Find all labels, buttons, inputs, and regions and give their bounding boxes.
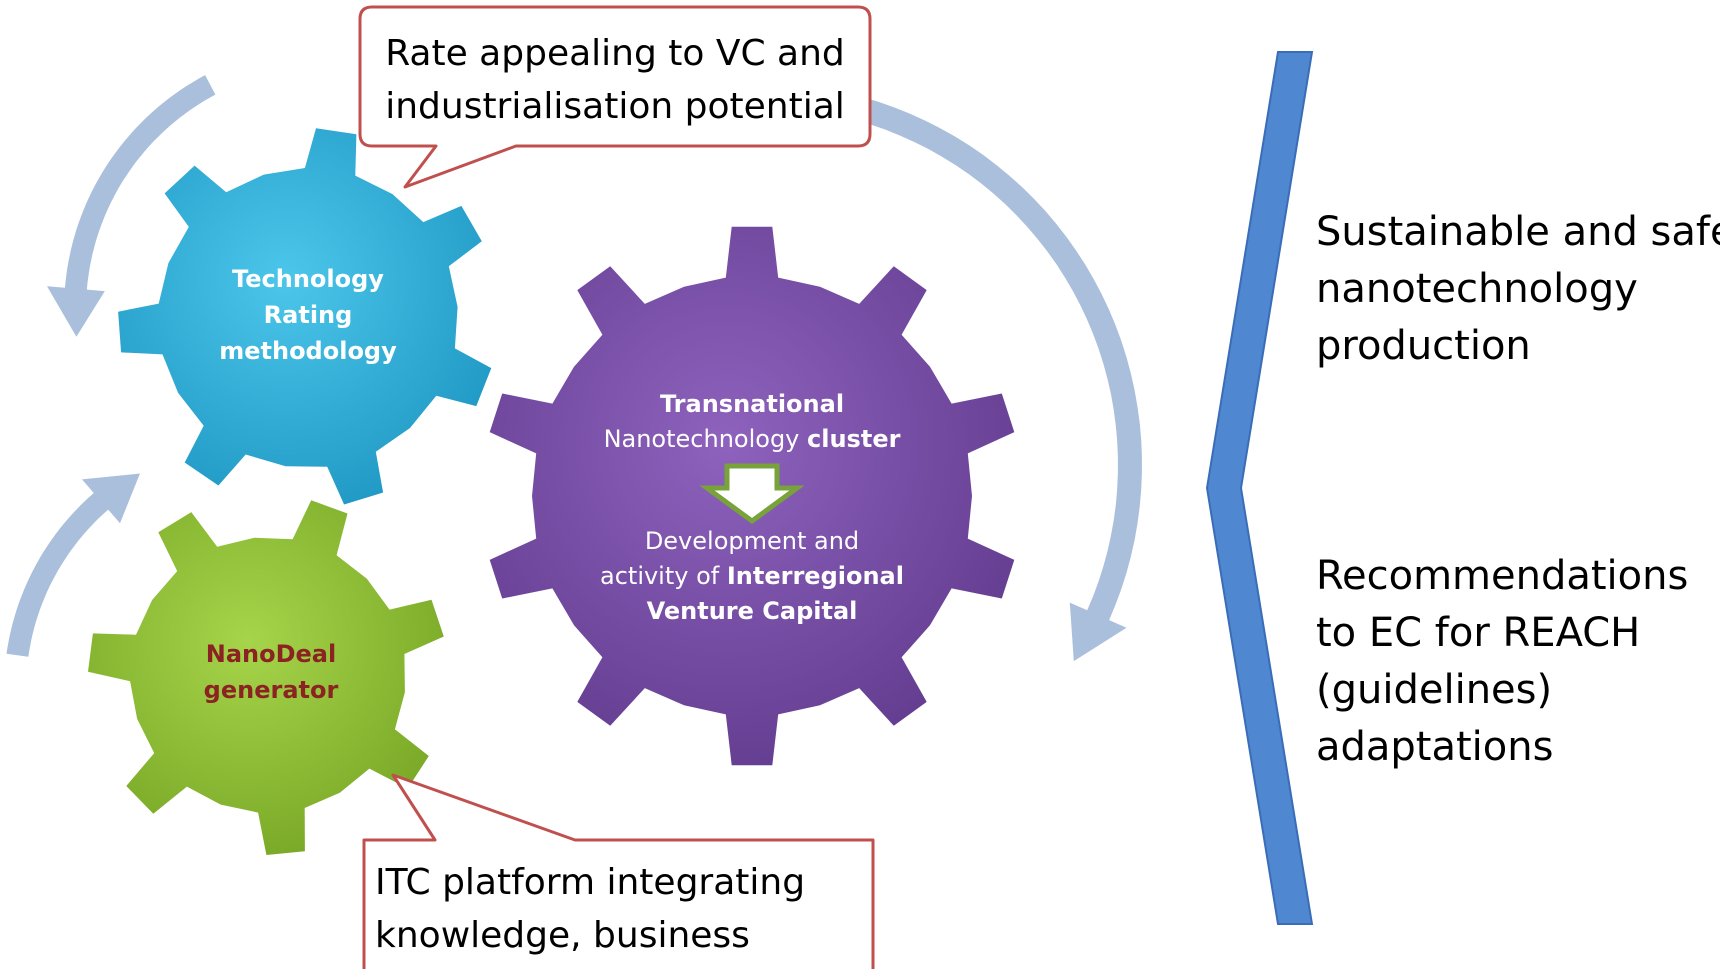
cluster-line4-regular: activity of (600, 562, 727, 590)
top-callout-line1: Rate appealing to VC and (385, 33, 845, 74)
technology-gear (118, 128, 492, 505)
outcome2-line4: adaptations (1316, 724, 1553, 770)
cluster-line4: activity of Interregional (600, 562, 904, 590)
technology-gear-label: Technology Rating methodology (219, 265, 397, 365)
bottom-callout-line1: ITC platform integrating (375, 862, 805, 903)
arrow-bottom-left (6, 473, 140, 657)
outcome1-line2: nanotechnology (1316, 266, 1638, 312)
bottom-callout: ITC platform integrating knowledge, busi… (362, 773, 875, 969)
technology-line3: methodology (219, 337, 397, 365)
arrow-top-left (47, 75, 216, 337)
outcomes-brace (1205, 51, 1314, 925)
outcome-recommendations: Recommendations to EC for REACH (guideli… (1316, 553, 1688, 770)
outcome1-line3: production (1316, 323, 1531, 369)
cycle-arrows (6, 75, 1142, 662)
cluster-line2: Nanotechnology cluster (604, 425, 901, 453)
cluster-line4-bold: Interregional (727, 562, 904, 590)
outcome2-line1: Recommendations (1316, 553, 1688, 599)
bottom-callout-line2: knowledge, business (375, 915, 750, 956)
cluster-line1: Transnational (660, 390, 844, 418)
outcome2-line2: to EC for REACH (1316, 610, 1640, 656)
arrow-right (840, 92, 1142, 662)
outcome1-line1: Sustainable and safe (1316, 209, 1720, 255)
outcome-sustainable: Sustainable and safe nanotechnology prod… (1316, 209, 1720, 369)
top-callout-line2: industrialisation potential (385, 86, 845, 127)
technology-line1: Technology (232, 265, 384, 293)
down-arrow-icon (699, 463, 805, 525)
nanodeal-gear (88, 500, 444, 855)
cluster-line3: Development and (645, 527, 859, 555)
cluster-line5: Venture Capital (647, 597, 858, 625)
cluster-gear-label: Transnational Nanotechnology cluster Dev… (600, 390, 904, 625)
technology-line2: Rating (264, 301, 353, 329)
nanodeal-gear-label: NanoDeal generator (204, 640, 339, 704)
cluster-line2-bold: cluster (807, 425, 901, 453)
outcome2-line3: (guidelines) (1316, 667, 1552, 713)
bottom-callout-box (362, 773, 875, 969)
top-callout-box (358, 5, 872, 189)
nanodeal-line1: NanoDeal (206, 640, 336, 668)
cluster-line2-regular: Nanotechnology (604, 425, 807, 453)
top-callout: Rate appealing to VC and industrialisati… (358, 5, 872, 189)
nanodeal-line2: generator (204, 676, 339, 704)
